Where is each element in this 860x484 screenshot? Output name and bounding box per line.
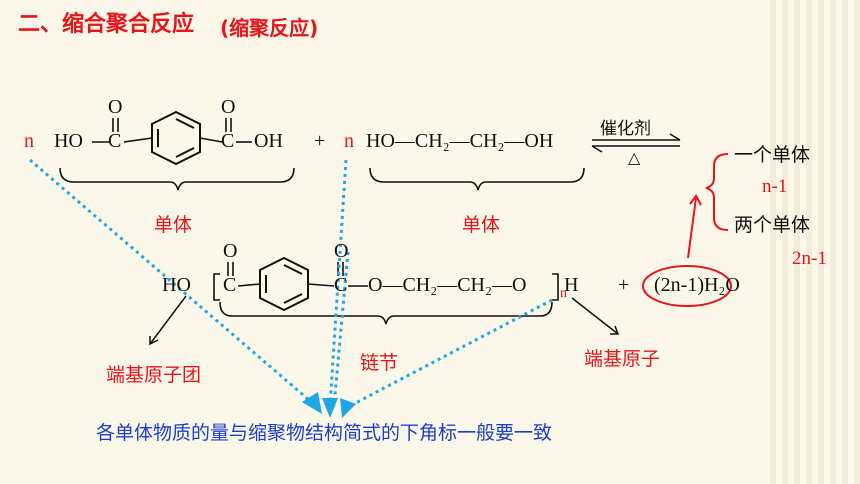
dotted-arrowheads xyxy=(302,392,356,418)
end-group-arrows xyxy=(149,295,620,346)
product-carbon-1: C xyxy=(223,274,237,296)
product-oxygen-top-2: O xyxy=(334,240,349,262)
decorative-stripes xyxy=(764,0,860,484)
label-end-group-left: 端基原子团 xyxy=(106,364,202,386)
conclusion-text: 各单体物质的量与缩聚物结构简式的下角标一般要一致 xyxy=(96,422,553,444)
product-bonds xyxy=(213,262,559,301)
acid-carbon-1: C xyxy=(108,130,122,152)
annotation-n-minus-1: n-1 xyxy=(762,176,788,197)
acid-oxygen-2: O xyxy=(221,96,236,118)
acid-carbon-2: C xyxy=(221,130,235,152)
acid-left-ho: HO xyxy=(54,130,83,152)
product-chain: O—CH₂—CH₂—O xyxy=(368,274,527,296)
annotation-two-monomer: 两个单体 xyxy=(734,214,811,236)
slide-title: 二、缩合聚合反应 xyxy=(18,12,195,37)
label-repeat-unit: 链节 xyxy=(360,352,399,374)
acid-oxygen-1: O xyxy=(108,96,123,118)
annotation-2n-minus-1: 2n-1 xyxy=(792,248,827,269)
product-n-subscript: n xyxy=(560,286,567,301)
carbonyl-bonds-reactant xyxy=(92,118,252,143)
slide-title-paren: (缩聚反应) xyxy=(220,16,319,40)
repeat-unit-brace xyxy=(219,301,553,325)
coefficient-n-diol: n xyxy=(344,130,354,152)
label-monomer-2: 单体 xyxy=(462,214,501,236)
product-left-ho: HO xyxy=(162,274,191,296)
dotted-arrows xyxy=(29,158,553,410)
plus-sign-2: + xyxy=(618,274,630,296)
acid-right-oh: OH xyxy=(254,130,283,152)
label-monomer-1: 单体 xyxy=(154,214,193,236)
product-carbon-2: C xyxy=(334,274,348,296)
diol-formula: HO—CH₂—CH₂—OH xyxy=(366,130,554,152)
catalyst-label: 催化剂 xyxy=(600,119,651,139)
annotation-one-monomer: 一个单体 xyxy=(734,144,811,166)
plus-sign-1: + xyxy=(314,130,326,152)
annotation-brace xyxy=(642,153,732,307)
water-formula: (2n-1)H₂O xyxy=(654,274,740,296)
monomer-braces xyxy=(59,167,585,191)
benzene-ring-reactant xyxy=(151,110,201,166)
product-oxygen-top-1: O xyxy=(223,240,238,262)
coefficient-n-acid: n xyxy=(24,130,34,152)
label-end-group-right: 端基原子 xyxy=(584,348,661,370)
equilibrium-arrow xyxy=(591,133,681,153)
heat-symbol: △ xyxy=(628,150,641,167)
product-end-h: H xyxy=(564,274,579,296)
benzene-ring-product xyxy=(259,256,309,312)
